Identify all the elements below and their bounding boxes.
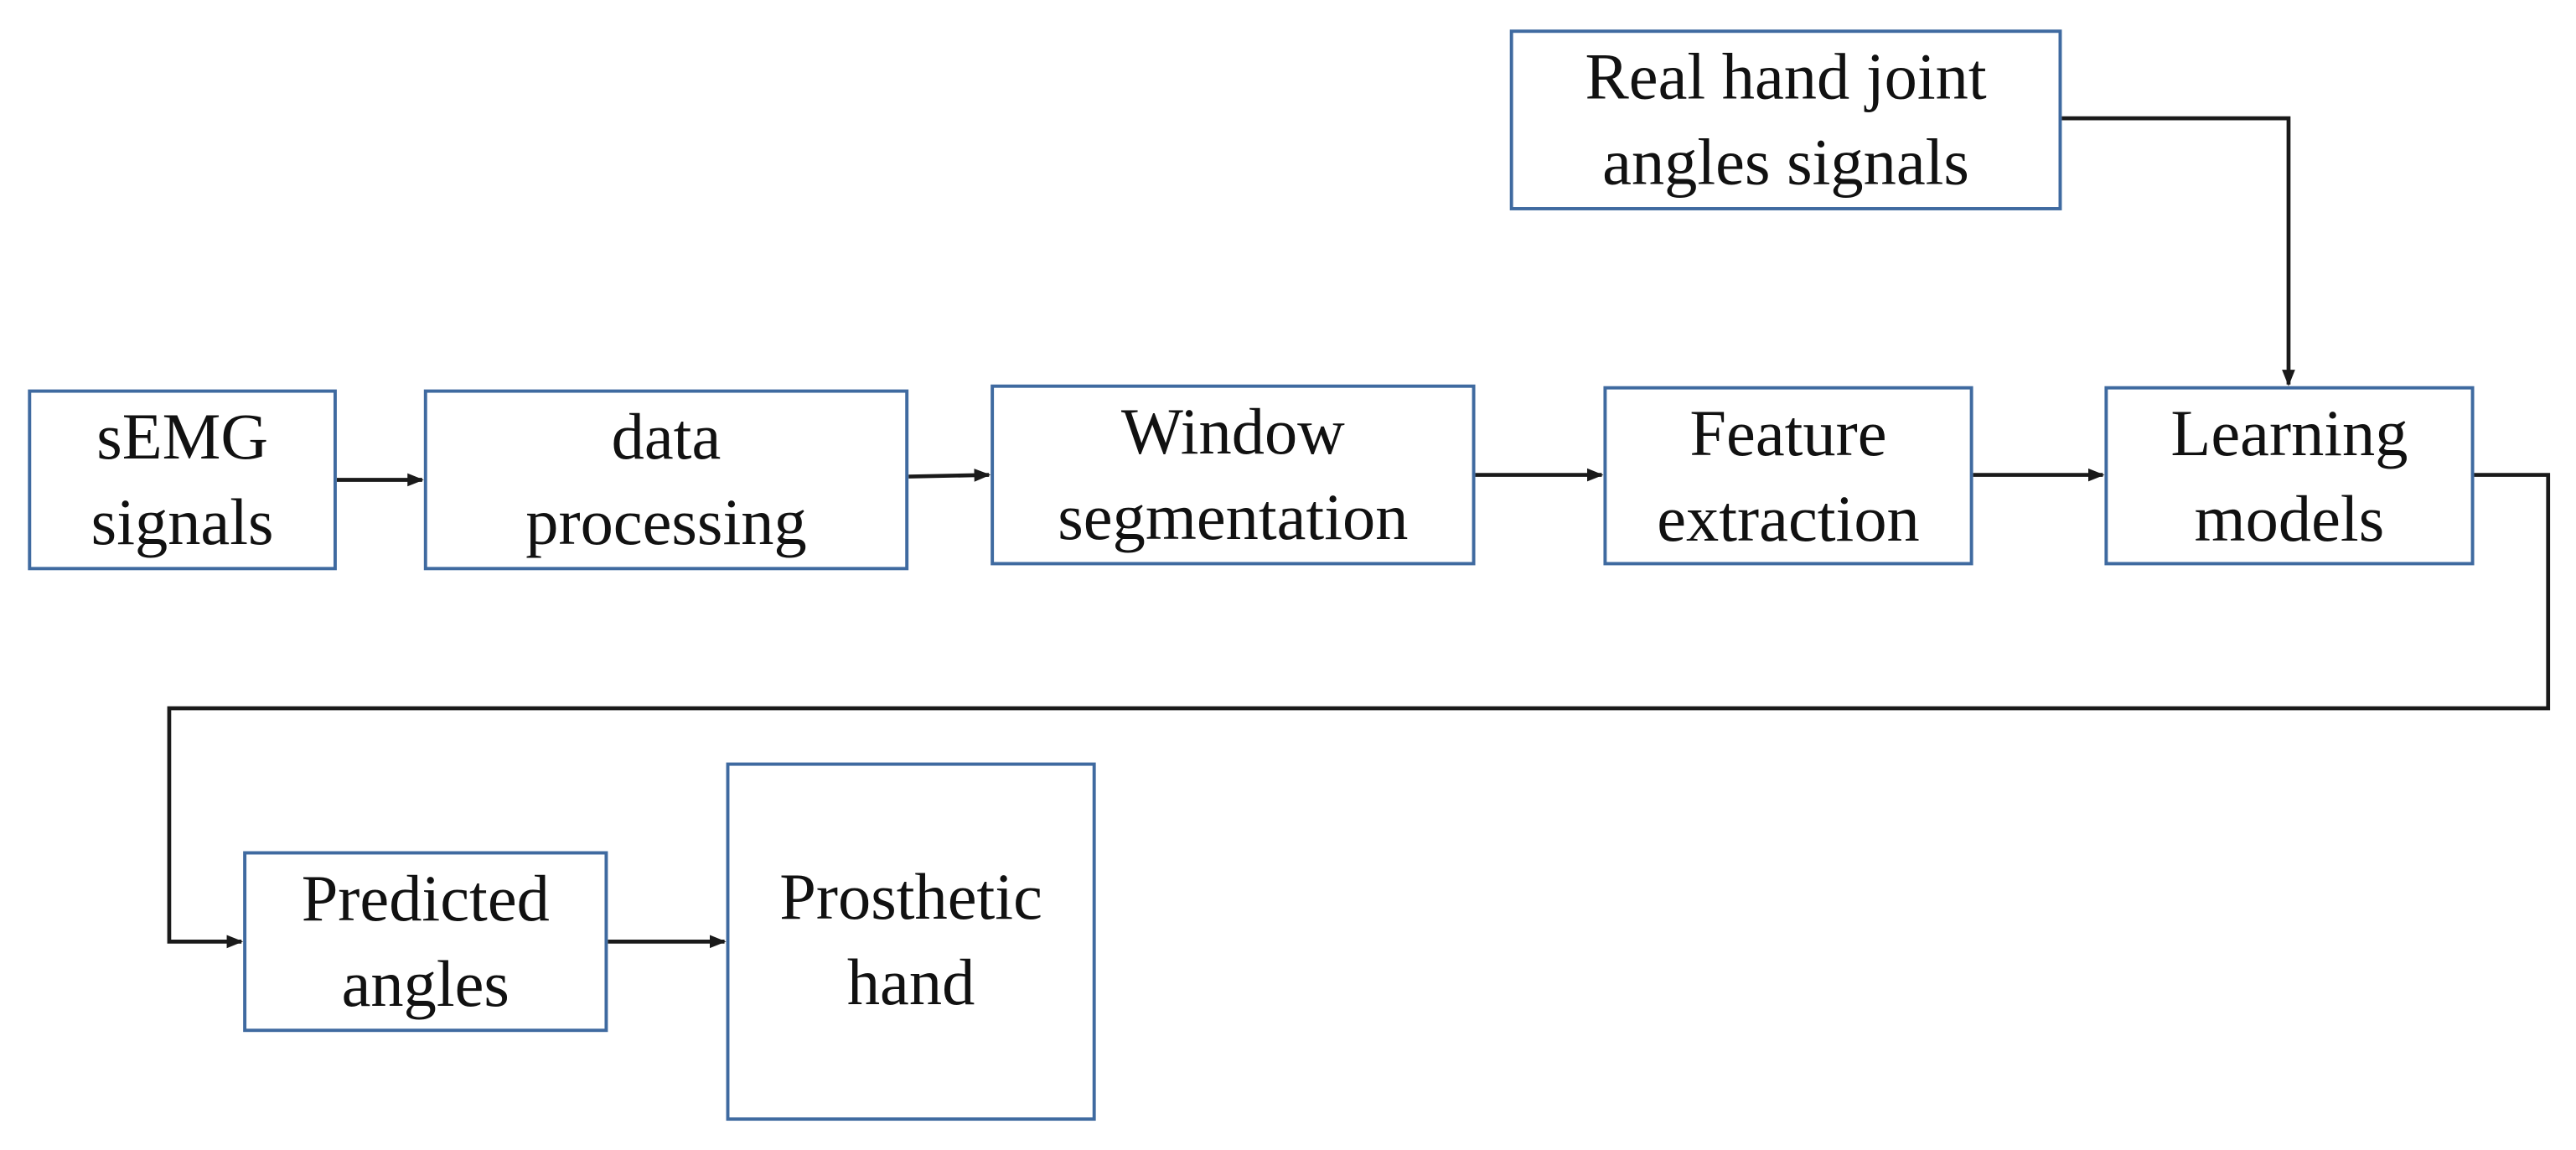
feature-extraction-label: Feature extraction — [1657, 395, 1920, 555]
real-hand-joint-angles-label: Real hand joint angles signals — [1585, 39, 1987, 199]
predicted-angles-box: Predicted angles — [243, 851, 608, 1033]
semg-signals-box: sEMG signals — [28, 389, 337, 571]
semg-signals-label: sEMG signals — [91, 399, 274, 559]
window-segmentation-box: Window segmentation — [991, 384, 1476, 566]
predicted-angles-label: Predicted angles — [301, 861, 550, 1021]
arrow-real-angles-to-learning-models — [2061, 116, 2295, 386]
data-processing-label: data processing — [525, 399, 807, 559]
real-hand-joint-angles-box: Real hand joint angles signals — [1509, 29, 2062, 210]
learning-models-box: Learning models — [2104, 386, 2475, 566]
prosthetic-hand-label: Prosthetic hand — [779, 859, 1042, 1019]
arrow-learning-models-to-predicted-angles — [167, 473, 2551, 949]
data-processing-box: data processing — [423, 389, 909, 571]
feature-extraction-box: Feature extraction — [1603, 386, 1973, 566]
prosthetic-hand-box: Prosthetic hand — [726, 762, 1096, 1122]
window-segmentation-label: Window segmentation — [1058, 394, 1409, 554]
learning-models-label: Learning models — [2170, 395, 2408, 555]
arrow-data-processing-to-window-segmentation — [908, 469, 991, 482]
